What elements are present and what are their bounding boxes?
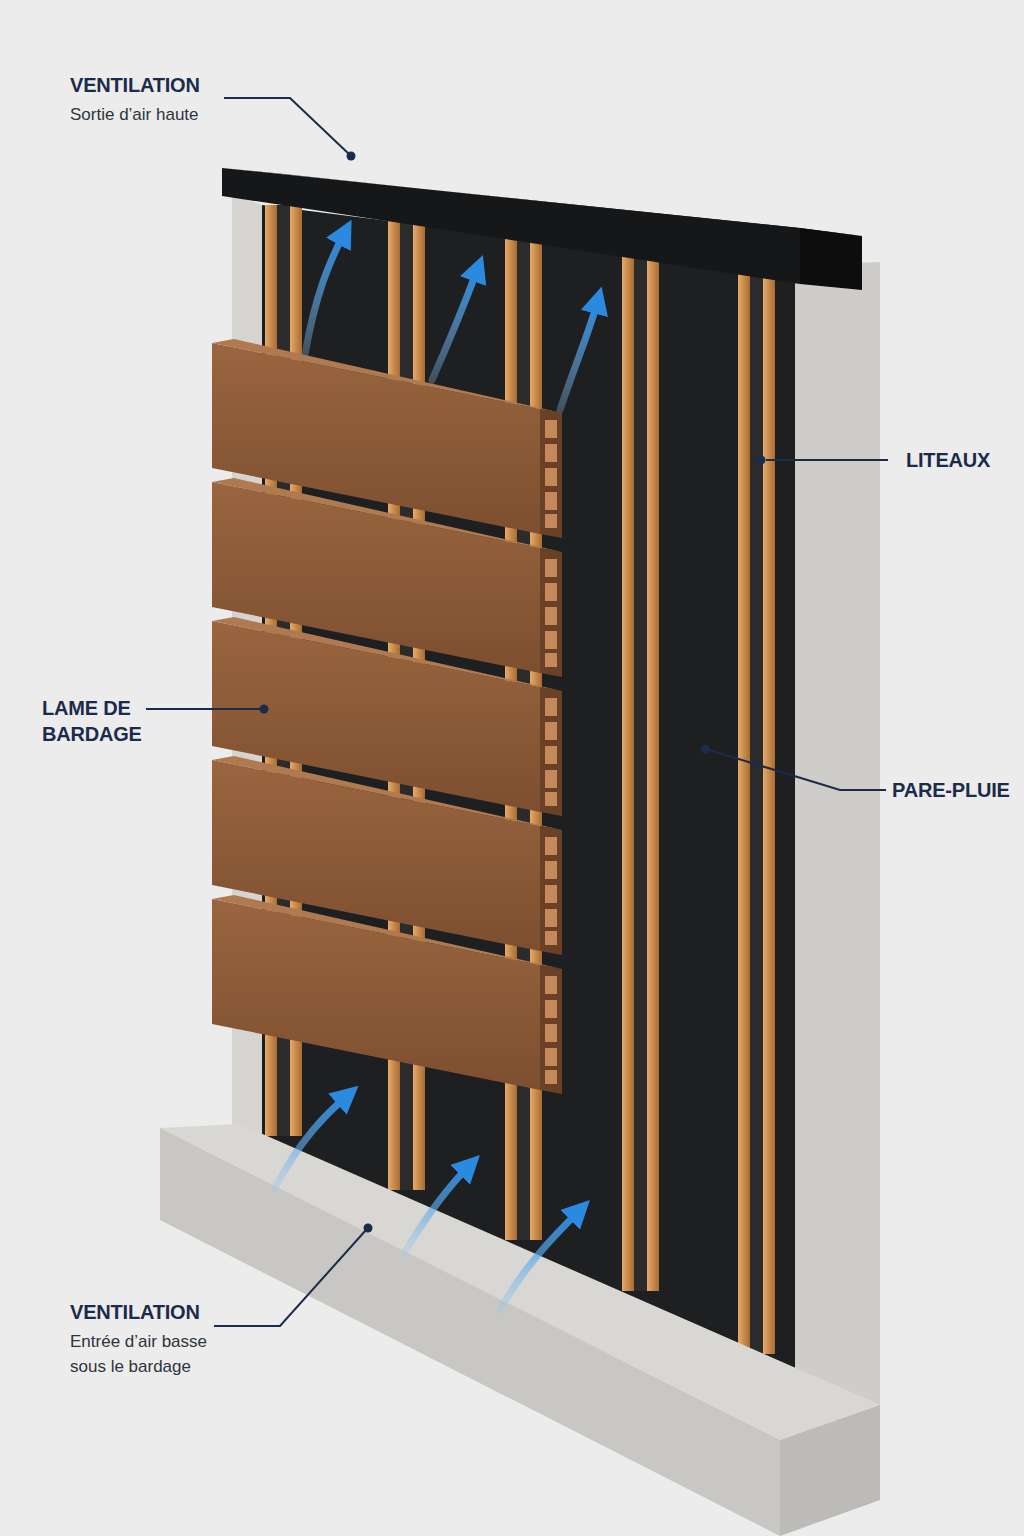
air-arrow: [405, 1165, 470, 1252]
air-arrow: [560, 300, 598, 410]
leader-dot: [364, 1224, 373, 1233]
base-front: [160, 1128, 780, 1536]
leader-dot: [260, 705, 269, 714]
cladding-boards: [212, 339, 562, 1094]
leader-line: [146, 708, 262, 710]
leader-dot: [347, 152, 356, 161]
air-arrow: [500, 1210, 580, 1310]
callout-title: VENTILATION: [70, 1299, 270, 1325]
coping-cap: [222, 168, 862, 290]
base-side: [780, 1405, 880, 1536]
leader-line: [706, 749, 886, 790]
callout-note: Entrée d’air basse sous le bardage: [70, 1329, 235, 1379]
batten: [622, 250, 634, 1291]
callout-title: LAME DE BARDAGE: [42, 695, 152, 747]
leader-dots: [260, 152, 766, 1233]
batten: [763, 265, 775, 1354]
leader-dot: [701, 745, 710, 754]
callout-title: VENTILATION: [70, 72, 270, 98]
leader-dot: [757, 456, 766, 465]
air-inlet-arrows: [275, 1095, 580, 1310]
leader-line: [214, 1230, 366, 1326]
callout-title: LITEAUX: [906, 447, 1018, 473]
board: [212, 895, 562, 1094]
batten: [738, 265, 750, 1354]
leader-line: [224, 98, 350, 155]
air-arrow: [432, 268, 478, 380]
callout-note: Sortie d’air haute: [70, 102, 270, 127]
batten: [647, 250, 659, 1291]
air-arrow: [275, 1095, 348, 1188]
leader-line: [766, 459, 888, 461]
wall-side: [795, 262, 880, 1405]
batten-core: [750, 265, 763, 1354]
air-arrow: [305, 232, 345, 355]
callout-title: PARE-PLUIE: [892, 777, 1020, 803]
leader-lines: [146, 98, 888, 1326]
batten-core: [634, 250, 647, 1291]
